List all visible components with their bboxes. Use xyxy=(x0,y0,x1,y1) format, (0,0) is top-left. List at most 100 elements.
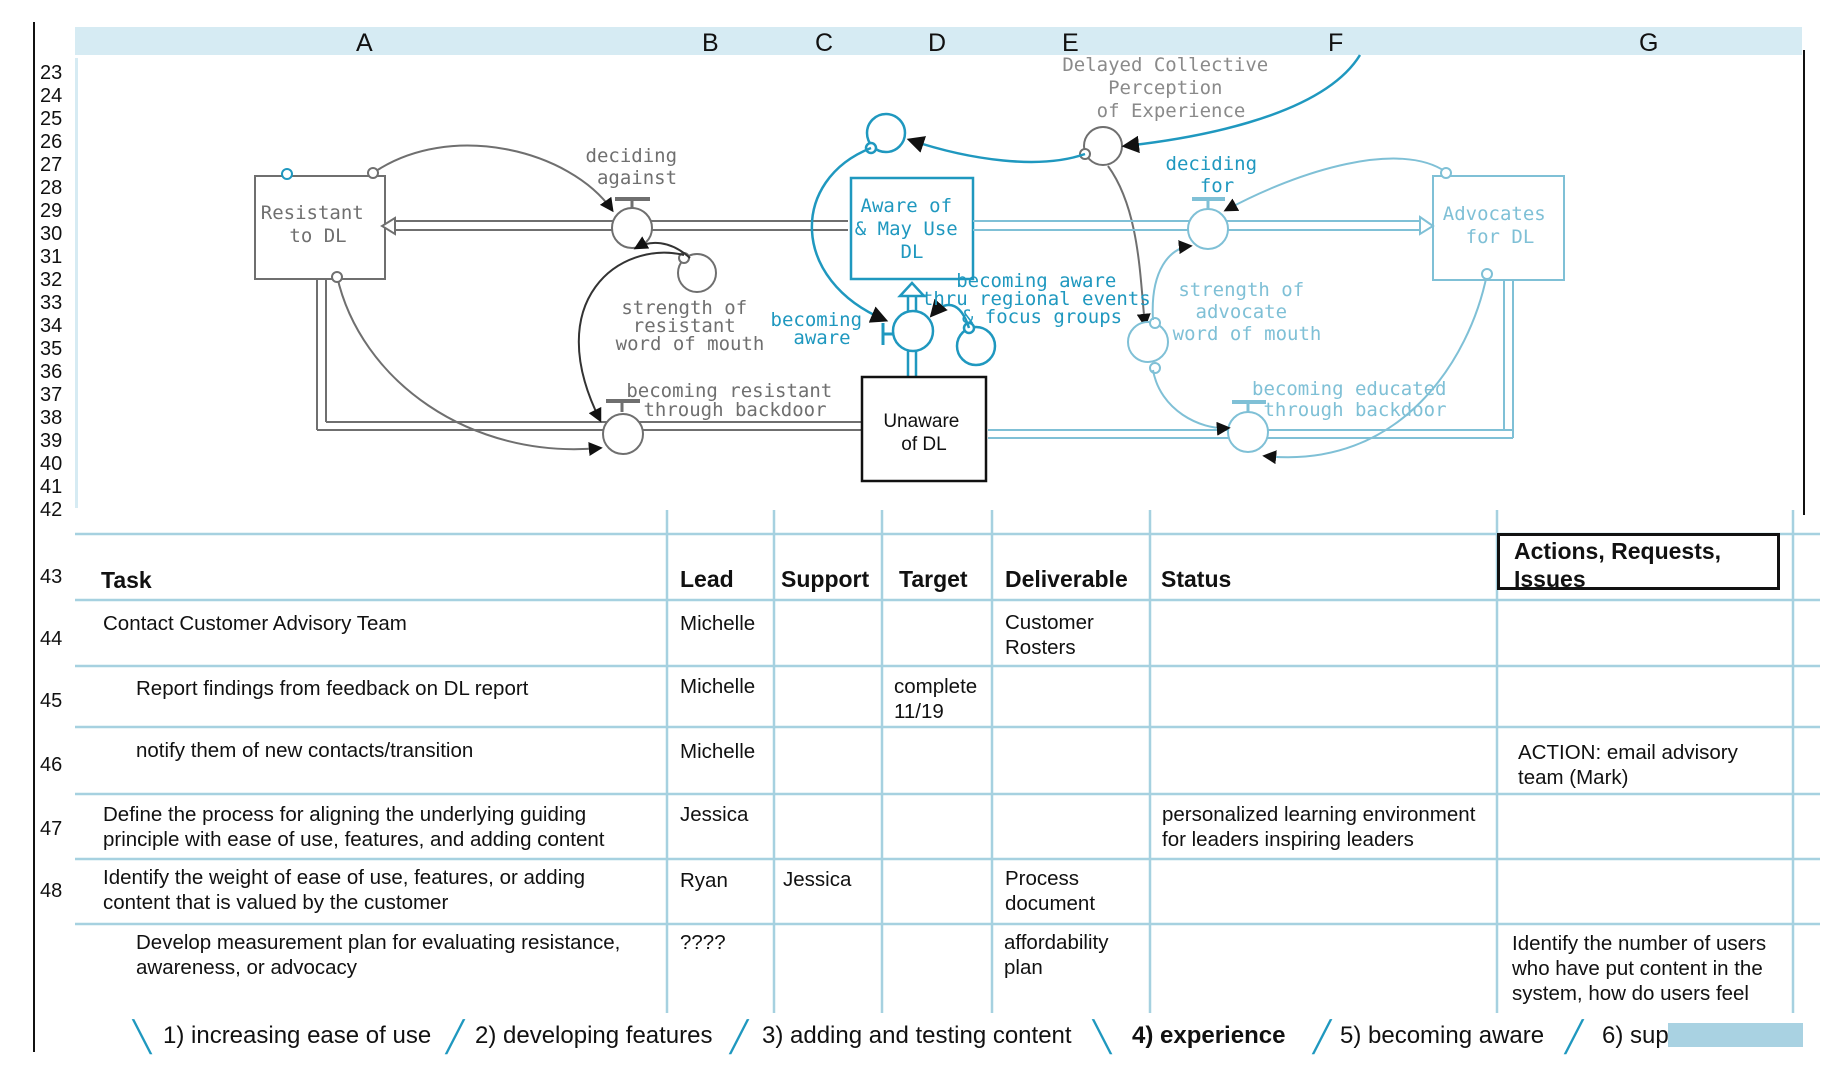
aware-loop xyxy=(810,54,1362,378)
row-2-task[interactable]: Report findings from feedback on DL repo… xyxy=(136,677,529,700)
becoming-educated-valve[interactable] xyxy=(1227,411,1269,453)
header-support[interactable]: Support xyxy=(781,566,870,592)
header-actions[interactable]: Actions, Requests, Issues xyxy=(1514,538,1722,592)
row-3-task[interactable]: notify them of new contacts/transition xyxy=(136,739,474,762)
column-header-b[interactable]: B xyxy=(702,29,719,57)
header-deliverable[interactable]: Deliverable xyxy=(1005,566,1128,592)
sheet-right-border xyxy=(1803,50,1805,515)
row-number[interactable]: 39 xyxy=(40,430,63,452)
row-number[interactable]: 47 xyxy=(40,818,63,840)
row-2-lead[interactable]: Michelle xyxy=(680,675,756,698)
tab-sup[interactable]: 6) sup xyxy=(1602,1022,1669,1049)
row-number[interactable]: 42 xyxy=(40,499,63,521)
row-3-actions[interactable]: ACTION: email advisory team (Mark) xyxy=(1518,741,1738,789)
row-number[interactable]: 35 xyxy=(40,338,63,360)
row-number[interactable]: 37 xyxy=(40,384,63,406)
row-number[interactable]: 30 xyxy=(40,223,63,245)
delayed-perception-label: Delayed Collective Perception of Experie… xyxy=(1062,54,1279,122)
tab-adding-content[interactable]: 3) adding and testing content xyxy=(762,1022,1072,1049)
row-number[interactable]: 45 xyxy=(40,690,63,712)
header-task[interactable]: Task xyxy=(101,567,152,593)
row-number[interactable]: 40 xyxy=(40,453,63,475)
row-6-deliverable[interactable]: affordability plan xyxy=(1004,931,1109,979)
row-number[interactable]: 28 xyxy=(40,177,63,199)
row-number[interactable]: 31 xyxy=(40,246,63,268)
becoming-aware-label: becoming aware xyxy=(771,309,874,349)
row-number[interactable]: 36 xyxy=(40,361,63,383)
row-number[interactable]: 34 xyxy=(40,315,63,337)
column-header-a[interactable]: A xyxy=(356,29,373,57)
selected-cell-outline[interactable] xyxy=(1497,533,1780,590)
deciding-for-valve[interactable] xyxy=(1187,208,1229,250)
header-lead[interactable]: Lead xyxy=(680,566,734,592)
row-1-deliverable[interactable]: Customer Rosters xyxy=(1005,611,1094,659)
advocate-loop xyxy=(973,157,1565,465)
column-header-c[interactable]: C xyxy=(815,29,834,57)
row-5-lead[interactable]: Ryan xyxy=(680,869,728,892)
row-number[interactable]: 26 xyxy=(40,131,63,153)
tab-separator-icon: ╲ xyxy=(133,1021,152,1054)
tab-separator-icon: ╱ xyxy=(1313,1021,1332,1054)
row-number[interactable]: 24 xyxy=(40,85,63,107)
becoming-aware-valve[interactable] xyxy=(891,309,935,353)
row-6-task[interactable]: Develop measurement plan for evaluating … xyxy=(136,931,621,979)
row-number[interactable]: 32 xyxy=(40,269,63,291)
resistant-stock-label: Resistant to DL xyxy=(261,202,375,247)
strength-resistant-converter[interactable] xyxy=(677,253,717,293)
column-header-d[interactable]: D xyxy=(928,29,947,57)
advocates-stock-box[interactable] xyxy=(1432,175,1565,281)
row-1-lead[interactable]: Michelle xyxy=(680,612,756,635)
stock-flow-diagram: Resistant to DL Aware of & May Use DL Ad… xyxy=(254,54,1565,483)
column-header-f[interactable]: F xyxy=(1328,29,1344,57)
tab-becoming-aware[interactable]: 5) becoming aware xyxy=(1340,1022,1545,1049)
row-6-actions[interactable]: Identify the number of users who have pu… xyxy=(1512,932,1767,1005)
row-number[interactable]: 38 xyxy=(40,407,63,429)
regional-events-converter[interactable] xyxy=(955,325,997,367)
tab-experience[interactable]: 4) experience xyxy=(1132,1022,1286,1049)
aware-stock-box[interactable] xyxy=(849,176,975,281)
row-4-lead[interactable]: Jessica xyxy=(680,803,749,826)
row-5-task[interactable]: Identify the weight of ease of use, feat… xyxy=(103,866,586,914)
header-status[interactable]: Status xyxy=(1161,566,1232,592)
column-header-e[interactable]: E xyxy=(1062,29,1079,57)
delayed-perception-converter[interactable] xyxy=(1083,126,1123,166)
row-4-task[interactable]: Define the process for aligning the unde… xyxy=(103,803,605,851)
row-number[interactable]: 23 xyxy=(40,62,63,84)
tab-ease-of-use[interactable]: 1) increasing ease of use xyxy=(163,1022,432,1049)
row-number[interactable]: 43 xyxy=(40,566,63,588)
resistant-stock-box[interactable] xyxy=(254,175,386,280)
row-number[interactable]: 33 xyxy=(40,292,63,314)
row-number[interactable]: 27 xyxy=(40,154,63,176)
row-1-task[interactable]: Contact Customer Advisory Team xyxy=(103,612,407,635)
column-header-bar: A B C D E F G xyxy=(75,27,1802,57)
header-target[interactable]: Target xyxy=(899,566,968,592)
row-5-support[interactable]: Jessica xyxy=(783,868,852,891)
row-3-lead[interactable]: Michelle xyxy=(680,740,756,763)
column-header-g[interactable]: G xyxy=(1639,29,1659,57)
strength-advocate-converter[interactable] xyxy=(1127,321,1169,363)
unaware-stock-box[interactable] xyxy=(860,375,988,483)
row-5-deliverable[interactable]: Process document xyxy=(1005,867,1096,915)
strength-resistant-label: strength of resistant word of mouth xyxy=(616,297,765,355)
tab-separator-icon: ╱ xyxy=(730,1021,749,1054)
tab-scroll-area[interactable] xyxy=(1668,1023,1803,1047)
row-gutter-bar xyxy=(75,58,78,508)
row-number[interactable]: 29 xyxy=(40,200,63,222)
sheet-left-border xyxy=(33,22,35,1052)
row-number[interactable]: 41 xyxy=(40,476,63,498)
row-number[interactable]: 48 xyxy=(40,880,63,902)
row-6-lead[interactable]: ???? xyxy=(680,931,726,954)
becoming-resistant-valve[interactable] xyxy=(602,413,644,455)
row-4-status[interactable]: personalized learning environment for le… xyxy=(1162,803,1476,851)
row-number[interactable]: 44 xyxy=(40,628,63,650)
resistant-line-1: Resistant xyxy=(261,202,364,224)
row-number[interactable]: 46 xyxy=(40,754,63,776)
deciding-against-valve[interactable] xyxy=(611,207,653,249)
row-number[interactable]: 25 xyxy=(40,108,63,130)
resistant-line-2: to DL xyxy=(289,225,346,247)
tab-separator-icon: ╱ xyxy=(446,1021,465,1054)
tab-developing-features[interactable]: 2) developing features xyxy=(475,1022,713,1049)
row-2-target[interactable]: complete 11/19 xyxy=(894,675,978,723)
tab-separator-icon: ╱ xyxy=(1565,1021,1584,1054)
awareness-converter[interactable] xyxy=(865,112,907,154)
